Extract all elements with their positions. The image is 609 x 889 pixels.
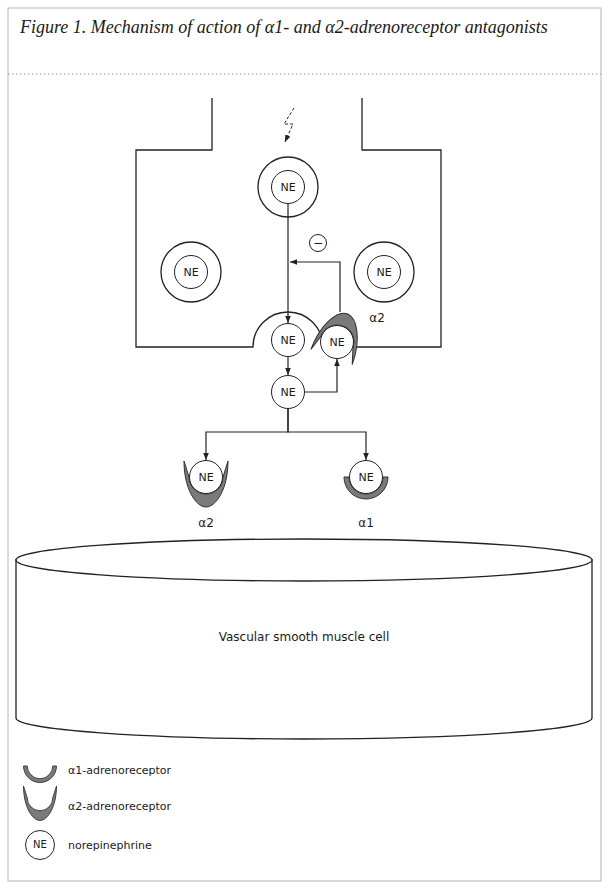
norepinephrine-molecule: NE (320, 325, 354, 359)
vesicle (354, 242, 414, 302)
release-arrow (288, 409, 366, 460)
cylinder-top (16, 539, 592, 581)
vesicle (161, 242, 221, 302)
inhibition-sign (310, 235, 327, 252)
molecule-label: NE (183, 266, 198, 279)
legend-ne-sample: NE (25, 830, 55, 860)
inhibition-sign-label: − (313, 236, 323, 250)
molecule-label: NE (280, 386, 295, 399)
molecule-label: NE (198, 471, 213, 484)
norepinephrine-molecule: NE (367, 255, 401, 289)
inhibition-arrow (290, 262, 340, 312)
molecule-label: NE (329, 336, 344, 349)
figure-frame (8, 8, 601, 881)
norepinephrine-molecule: NE (174, 255, 208, 289)
action-potential (284, 108, 294, 142)
norepinephrine-molecule: NE (189, 460, 223, 494)
figure-title: Figure 1. Mechanism of action of α1- and… (20, 14, 590, 40)
legend-alpha2-sample (24, 786, 57, 821)
cylinder-body (16, 559, 592, 739)
legend-text: norepinephrine (68, 839, 152, 852)
legend-text: α2-adrenoreceptor (68, 800, 171, 813)
molecule-label: NE (280, 181, 295, 194)
receptor-label: α2 (198, 516, 214, 530)
release-arrow (287, 204, 288, 323)
norepinephrine-molecule: NE (349, 460, 383, 494)
release-arrow (287, 357, 288, 375)
norepinephrine-molecule: NE (271, 170, 305, 204)
molecule-label: NE (376, 266, 391, 279)
norepinephrine-molecule: NE (271, 323, 305, 357)
release-arrow (305, 359, 337, 392)
smooth-muscle-cell: Vascular smooth muscle cell (15, 538, 593, 740)
molecule-label: NE (280, 334, 295, 347)
molecule-label: NE (358, 471, 373, 484)
cell-label: Vascular smooth muscle cell (15, 630, 593, 644)
title-rule (8, 74, 601, 75)
alpha2-receptor (184, 461, 228, 507)
release-arrow (206, 409, 288, 460)
legend-text: α1-adrenoreceptor (68, 764, 171, 777)
norepinephrine-molecule: NE (271, 375, 305, 409)
nerve-terminal (136, 98, 441, 347)
alpha2-receptor (311, 306, 368, 364)
receptor-label: α2 (369, 311, 385, 325)
legend-alpha1-sample (24, 766, 57, 783)
receptor-label: α1 (358, 516, 374, 530)
